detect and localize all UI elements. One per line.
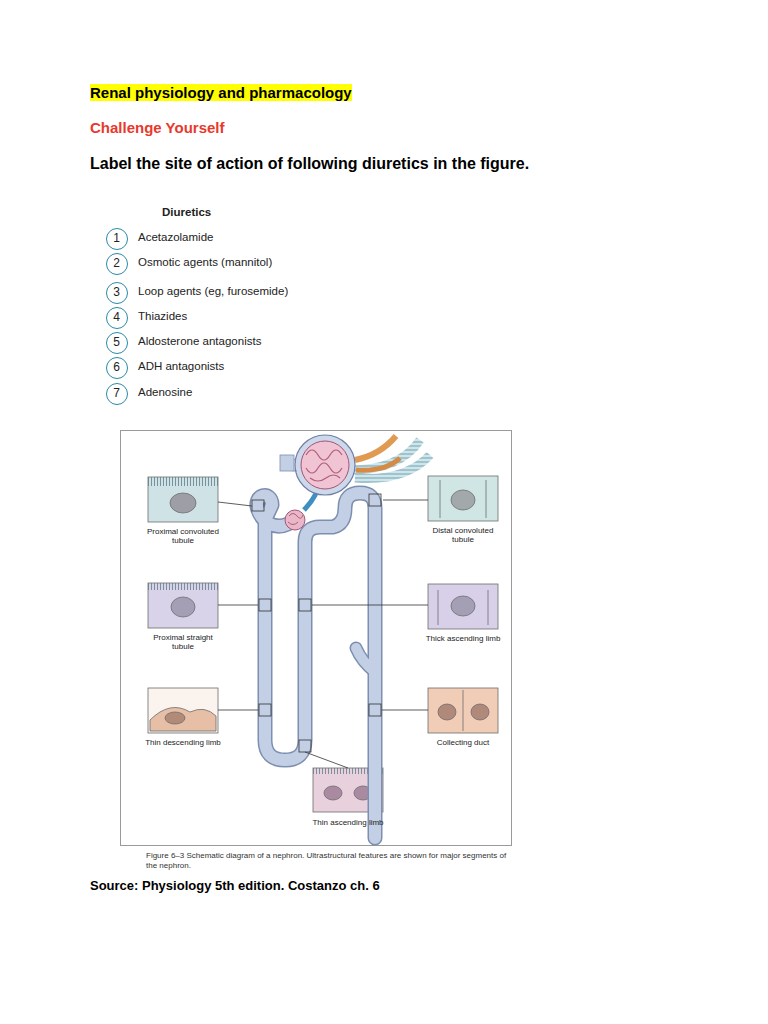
segment-cell-box: Thin ascending limb <box>308 768 388 813</box>
callout-circle: 7Adenosine <box>106 383 128 405</box>
drug-name: ADH antagonists <box>138 360 224 372</box>
segment-cell-box: Collecting duct <box>423 688 503 733</box>
segment-label: Collecting duct <box>423 738 503 747</box>
list-heading: Diuretics <box>162 206 211 218</box>
glomerulus-detail <box>280 435 430 495</box>
page-title: Renal physiology and pharmacology <box>90 84 352 101</box>
segment-label: Thick ascending limb <box>423 634 503 643</box>
figure-caption: Figure 6–3 Schematic diagram of a nephro… <box>146 851 511 870</box>
callout-number: 1 <box>107 229 126 248</box>
callout-number: 4 <box>107 308 126 327</box>
drug-name: Loop agents (eg, furosemide) <box>138 285 288 297</box>
callout-number: 6 <box>107 358 126 377</box>
callout-circle: 2Osmotic agents (mannitol) <box>106 253 128 275</box>
callout-circle: 6ADH antagonists <box>106 357 128 379</box>
leader-lines <box>218 494 428 768</box>
callout-number: 2 <box>107 254 126 273</box>
callout-circle: 4Thiazides <box>106 307 128 329</box>
callout-number: 5 <box>107 333 126 352</box>
nephron-tube <box>257 493 375 838</box>
segment-label: Thin descending limb <box>143 738 223 747</box>
callout-number: 7 <box>107 384 126 403</box>
callout-number: 3 <box>107 283 126 302</box>
instruction: Label the site of action of following di… <box>90 155 529 173</box>
segment-cell-box: Thick ascending limb <box>423 584 503 629</box>
drug-name: Acetazolamide <box>138 231 213 243</box>
callout-circle: 1Acetazolamide <box>106 228 128 250</box>
segment-label: Thin ascending limb <box>308 818 388 827</box>
drug-name: Osmotic agents (mannitol) <box>138 256 272 268</box>
source-note: Source: Physiology 5th edition. Costanzo… <box>90 878 380 893</box>
segment-cell-box: Proximal straight tubule <box>143 583 223 628</box>
segment-label: Proximal straight tubule <box>143 633 223 651</box>
segment-label: Proximal convoluted tubule <box>143 527 223 545</box>
segment-label: Distal convoluted tubule <box>423 526 503 544</box>
segment-cell-box: Thin descending limb <box>143 688 223 733</box>
callout-circle: 3Loop agents (eg, furosemide) <box>106 282 128 304</box>
drug-name: Adenosine <box>138 386 192 398</box>
callout-circle: 5Aldosterone antagonists <box>106 332 128 354</box>
segment-cell-box: Distal convoluted tubule <box>423 476 503 521</box>
subheading: Challenge Yourself <box>90 119 224 136</box>
segment-cell-box: Proximal convoluted tubule <box>143 477 223 522</box>
drug-name: Thiazides <box>138 310 187 322</box>
drug-name: Aldosterone antagonists <box>138 335 261 347</box>
